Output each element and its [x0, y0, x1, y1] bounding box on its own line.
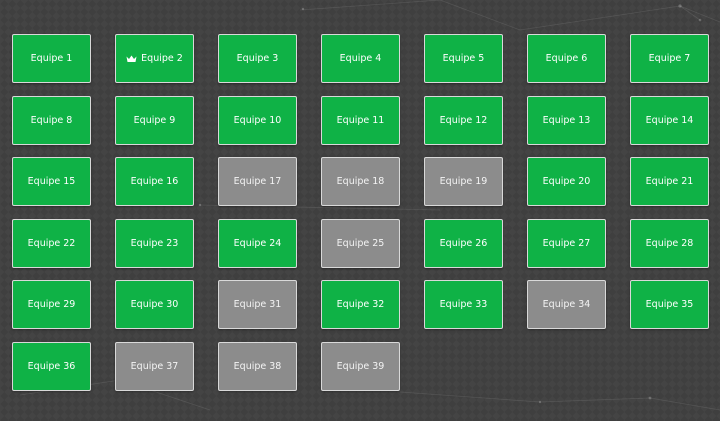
- team-label: Equipe 12: [439, 114, 488, 126]
- team-label: Equipe 22: [27, 237, 76, 249]
- team-label: Equipe 39: [336, 360, 385, 372]
- team-tile[interactable]: Equipe 18: [321, 157, 400, 206]
- team-label: Equipe 23: [130, 237, 179, 249]
- team-tile[interactable]: Equipe 25: [321, 218, 400, 268]
- team-label: Equipe 34: [542, 299, 591, 310]
- team-tile[interactable]: Equipe 33: [424, 280, 503, 329]
- team-tile[interactable]: Equipe 23: [115, 218, 194, 268]
- team-tile[interactable]: Equipe 32: [321, 280, 400, 329]
- team-tile[interactable]: Equipe 11: [321, 95, 400, 145]
- team-label: Equipe 25: [336, 237, 385, 249]
- team-tile[interactable]: Equipe 20: [527, 157, 606, 206]
- team-tile[interactable]: Equipe 1: [12, 34, 91, 83]
- team-label: Equipe 21: [645, 176, 694, 187]
- team-label: Equipe 35: [645, 299, 694, 310]
- team-tile[interactable]: Equipe 12: [424, 95, 503, 145]
- team-tile[interactable]: Equipe 39: [321, 341, 400, 391]
- team-label: Equipe 18: [336, 176, 385, 187]
- team-label: Equipe 38: [233, 360, 282, 372]
- team-tile[interactable]: Equipe 26: [424, 218, 503, 268]
- team-label: Equipe 24: [233, 237, 282, 249]
- team-tile[interactable]: Equipe 14: [630, 95, 709, 145]
- team-label: Equipe 5: [442, 53, 485, 64]
- team-tile[interactable]: Equipe 15: [12, 157, 91, 206]
- team-label: Equipe 14: [645, 114, 694, 126]
- team-label: Equipe 9: [133, 114, 176, 126]
- team-label: Equipe 28: [645, 237, 694, 249]
- team-label: Equipe 33: [439, 299, 488, 310]
- team-label: Equipe 6: [545, 53, 588, 64]
- team-tile[interactable]: Equipe 4: [321, 34, 400, 83]
- team-tile[interactable]: Equipe 8: [12, 95, 91, 145]
- team-tile[interactable]: Equipe 2: [115, 34, 194, 83]
- crown-icon: [126, 55, 137, 63]
- team-tile[interactable]: Equipe 38: [218, 341, 297, 391]
- team-label: Equipe 36: [27, 360, 76, 372]
- team-tile[interactable]: Equipe 9: [115, 95, 194, 145]
- team-label: Equipe 16: [130, 176, 179, 187]
- team-label: Equipe 31: [233, 299, 282, 310]
- team-label: Equipe 2: [141, 53, 183, 64]
- team-tile[interactable]: Equipe 28: [630, 218, 709, 268]
- team-tile[interactable]: Equipe 19: [424, 157, 503, 206]
- team-label: Equipe 15: [27, 176, 76, 187]
- team-label: Equipe 26: [439, 237, 488, 249]
- team-label: Equipe 3: [236, 53, 279, 64]
- team-label: Equipe 1: [30, 53, 73, 64]
- team-label: Equipe 32: [336, 299, 385, 310]
- team-tile[interactable]: Equipe 30: [115, 280, 194, 329]
- team-tile[interactable]: Equipe 27: [527, 218, 606, 268]
- team-tile[interactable]: Equipe 31: [218, 280, 297, 329]
- team-label: Equipe 30: [130, 299, 179, 310]
- team-label: Equipe 8: [30, 114, 73, 126]
- team-tile[interactable]: Equipe 37: [115, 341, 194, 391]
- team-tile[interactable]: Equipe 17: [218, 157, 297, 206]
- team-tile[interactable]: Equipe 22: [12, 218, 91, 268]
- team-tile[interactable]: Equipe 29: [12, 280, 91, 329]
- team-label: Equipe 13: [542, 114, 591, 126]
- team-tile[interactable]: Equipe 5: [424, 34, 503, 83]
- team-label: Equipe 10: [233, 114, 282, 126]
- team-tile[interactable]: Equipe 3: [218, 34, 297, 83]
- team-tile[interactable]: Equipe 10: [218, 95, 297, 145]
- team-tile[interactable]: Equipe 36: [12, 341, 91, 391]
- team-tile[interactable]: Equipe 7: [630, 34, 709, 83]
- team-label: Equipe 29: [27, 299, 76, 310]
- team-tile[interactable]: Equipe 35: [630, 280, 709, 329]
- team-label: Equipe 7: [648, 53, 691, 64]
- team-tile[interactable]: Equipe 6: [527, 34, 606, 83]
- team-label: Equipe 19: [439, 176, 488, 187]
- team-tile[interactable]: Equipe 21: [630, 157, 709, 206]
- team-tile[interactable]: Equipe 13: [527, 95, 606, 145]
- team-label: Equipe 17: [233, 176, 282, 187]
- team-grid: Equipe 1 Equipe 2 Equipe 3 Equipe 4 Equipe 5…: [12, 34, 710, 391]
- team-label: Equipe 11: [336, 114, 385, 126]
- team-label: Equipe 20: [542, 176, 591, 187]
- team-tile[interactable]: Equipe 34: [527, 280, 606, 329]
- team-label: Equipe 27: [542, 237, 591, 249]
- team-label: Equipe 4: [339, 53, 382, 64]
- team-tile[interactable]: Equipe 16: [115, 157, 194, 206]
- team-label: Equipe 37: [130, 360, 179, 372]
- team-tile[interactable]: Equipe 24: [218, 218, 297, 268]
